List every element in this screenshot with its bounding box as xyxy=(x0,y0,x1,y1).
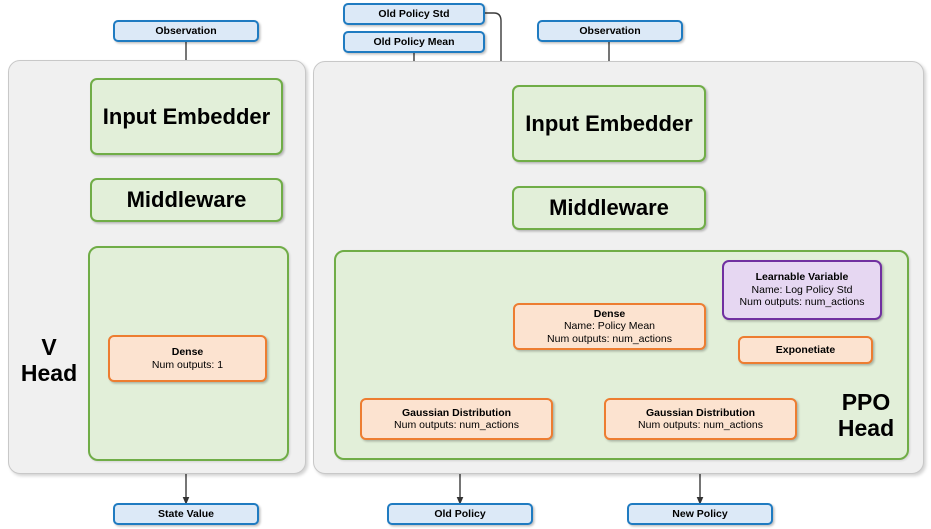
input-observation-ppo[interactable]: Observation xyxy=(537,20,683,42)
input-observation-ppo-label: Observation xyxy=(579,24,641,37)
block-exponetiate-title: Exponetiate xyxy=(775,343,836,356)
block-dense-v-outputs: Num outputs: 1 xyxy=(151,358,224,371)
output-state-value[interactable]: State Value xyxy=(113,503,259,525)
input-observation-v-label: Observation xyxy=(155,24,217,37)
output-old-policy-label: Old Policy xyxy=(434,507,486,520)
block-exponetiate[interactable]: Exponetiate xyxy=(738,336,873,364)
output-new-policy[interactable]: New Policy xyxy=(627,503,773,525)
block-learnable-variable[interactable]: Learnable Variable Name: Log Policy Std … xyxy=(722,260,882,320)
block-gaussian-distribution-old-outputs: Num outputs: num_actions xyxy=(394,419,519,431)
block-input-embedder-ppo-label: Input Embedder xyxy=(525,110,693,136)
input-old-policy-mean[interactable]: Old Policy Mean xyxy=(343,31,485,53)
block-dense-v[interactable]: Dense Num outputs: 1 xyxy=(108,335,267,382)
input-old-policy-mean-label: Old Policy Mean xyxy=(373,35,455,48)
block-gaussian-distribution-old-title: Gaussian Distribution xyxy=(401,406,512,419)
output-state-value-label: State Value xyxy=(157,507,215,520)
block-input-embedder-v-label: Input Embedder xyxy=(102,103,271,129)
block-learnable-variable-outputs: Num outputs: num_actions xyxy=(739,296,865,309)
input-old-policy-std-label: Old Policy Std xyxy=(378,7,450,20)
block-dense-policy-mean[interactable]: Dense Name: Policy Mean Num outputs: num… xyxy=(513,303,706,350)
block-gaussian-distribution-old[interactable]: Gaussian Distribution Num outputs: num_a… xyxy=(360,398,553,440)
block-gaussian-distribution-new-outputs: Num outputs: num_actions xyxy=(638,419,763,431)
output-old-policy[interactable]: Old Policy xyxy=(387,503,533,525)
v-head-caption: V Head xyxy=(20,334,78,386)
block-input-embedder-ppo[interactable]: Input Embedder xyxy=(512,85,706,162)
ppo-head-caption: PPO Head xyxy=(837,389,895,441)
block-learnable-variable-title: Learnable Variable xyxy=(755,271,849,284)
block-middleware-v[interactable]: Middleware xyxy=(90,178,283,222)
block-dense-v-title: Dense xyxy=(171,346,204,359)
block-middleware-v-label: Middleware xyxy=(126,187,247,213)
input-old-policy-std[interactable]: Old Policy Std xyxy=(343,3,485,25)
block-gaussian-distribution-new-title: Gaussian Distribution xyxy=(645,406,756,419)
block-gaussian-distribution-new[interactable]: Gaussian Distribution Num outputs: num_a… xyxy=(604,398,797,440)
block-middleware-ppo[interactable]: Middleware xyxy=(512,186,706,230)
block-dense-policy-mean-title: Dense xyxy=(593,307,626,320)
output-new-policy-label: New Policy xyxy=(672,507,728,520)
block-dense-policy-mean-name: Name: Policy Mean xyxy=(563,320,656,333)
block-middleware-ppo-label: Middleware xyxy=(549,195,669,221)
block-learnable-variable-name: Name: Log Policy Std xyxy=(751,283,853,296)
block-dense-policy-mean-outputs: Num outputs: num_actions xyxy=(547,332,672,345)
input-observation-v[interactable]: Observation xyxy=(113,20,259,42)
block-input-embedder-v[interactable]: Input Embedder xyxy=(90,78,283,155)
